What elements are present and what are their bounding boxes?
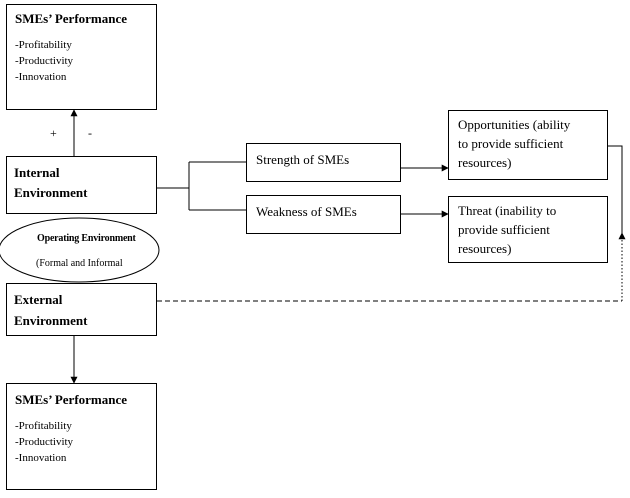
minus-sign: - [88, 126, 92, 140]
performance-title-bottom: SMEs’ Performance [15, 392, 128, 407]
external-environment-box: External Environment [6, 283, 157, 336]
opportunities-feedback-line [608, 145, 623, 234]
performance-box-bottom: SMEs’ Performance -Profitability -Produc… [6, 383, 157, 490]
strength-box: Strength of SMEs [246, 143, 401, 182]
opportunities-line1: Opportunities (ability [458, 117, 571, 132]
weakness-box: Weakness of SMEs [246, 195, 401, 234]
threat-box: Threat (inability to provide sufficient … [448, 196, 608, 263]
threat-line1: Threat (inability to [458, 203, 557, 218]
internal-environment-line1: Internal [14, 165, 60, 180]
performance-item-profitability: -Profitability [15, 420, 72, 432]
performance-item-productivity: -Productivity [15, 55, 74, 67]
operating-environment-title: Operating Environment [37, 233, 136, 244]
strength-label: Strength of SMEs [256, 152, 350, 167]
weakness-label: Weakness of SMEs [256, 204, 357, 219]
internal-environment-line2: Environment [14, 185, 88, 200]
opportunities-line2: to provide sufficient [458, 136, 564, 151]
performance-list-bottom: -Profitability -Productivity -Innovation [15, 418, 156, 466]
external-environment-line1: External [14, 292, 63, 307]
opportunities-box: Opportunities (ability to provide suffic… [448, 110, 608, 180]
performance-item-innovation: -Innovation [15, 71, 67, 83]
threat-line3: resources) [458, 241, 512, 256]
threat-line2: provide sufficient [458, 222, 550, 237]
performance-title-top: SMEs’ Performance [15, 11, 128, 26]
performance-box-top: SMEs’ Performance -Profitability -Produc… [6, 4, 157, 110]
internal-environment-box: Internal Environment [6, 156, 157, 214]
performance-item-innovation: -Innovation [15, 452, 67, 464]
performance-item-profitability: -Profitability [15, 39, 72, 51]
operating-environment-ellipse [0, 217, 160, 283]
operating-environment-subtitle: (Formal and Informal [36, 258, 123, 269]
performance-list-top: -Profitability -Productivity -Innovation [15, 37, 156, 85]
plus-sign: + [50, 126, 57, 140]
external-environment-line2: Environment [14, 313, 88, 328]
performance-item-productivity: -Productivity [15, 436, 74, 448]
opportunities-line3: resources) [458, 155, 512, 170]
